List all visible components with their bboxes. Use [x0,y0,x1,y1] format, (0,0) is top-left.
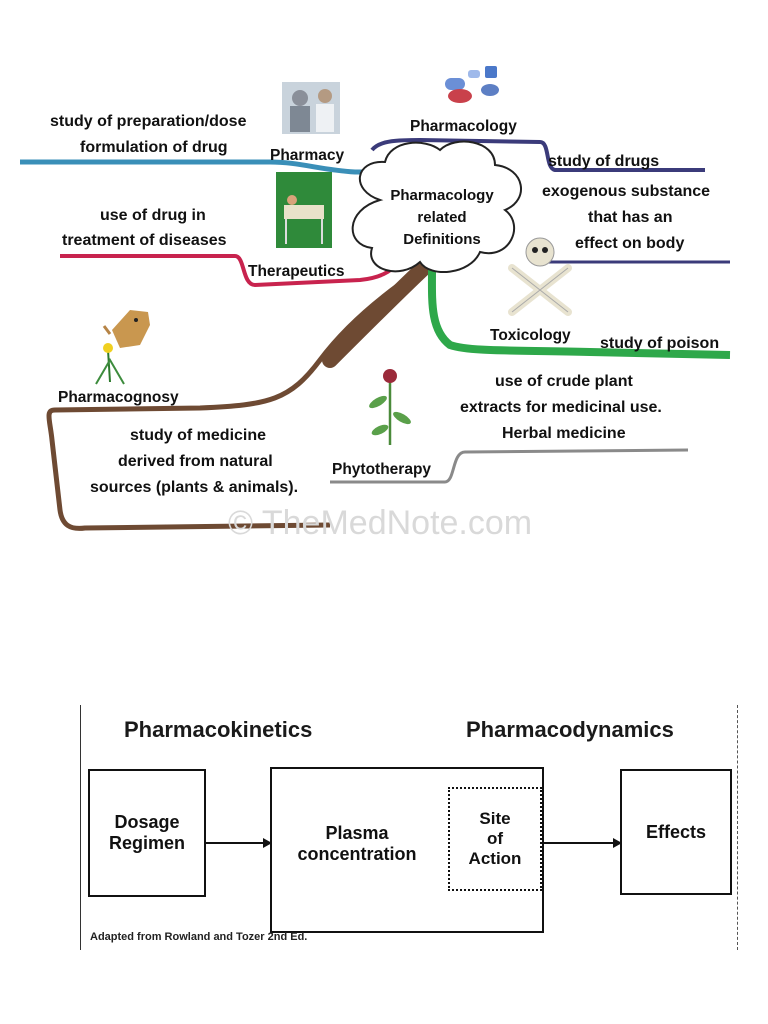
pharmacognosy-trunk [46,267,422,531]
toxicology-label: Toxicology [490,327,571,344]
pharmacokinetics-heading: Pharmacokinetics [124,717,313,742]
dosage-line2: Regimen [108,833,186,853]
therapeutics-label: Therapeutics [248,263,344,280]
pharmacognosy-def-line2: derived from natural [118,453,273,470]
site-line2: of [486,829,504,848]
pharmacology-mind-map: Pharmacology related Definitions Pharmac… [20,66,731,542]
center-cloud [351,140,522,274]
center-line3: Definitions [403,231,481,248]
pharmacology-label: Pharmacology [410,118,517,135]
plasma-concentration-box: Plasma concentration [270,767,544,933]
phytotherapy-def-line3: Herbal medicine [502,425,626,442]
source-caption: Adapted from Rowland and Tozer 2nd Ed. [90,931,308,943]
therapeutics-def-line1: use of drug in [100,207,206,224]
pharmacology-def-line3: that has an [588,209,672,226]
therapeutics-def-line2: treatment of diseases [62,232,227,249]
site-of-action-box: Site of Action [448,787,542,891]
toxicology-branch [427,269,731,359]
pharmacy-def-line1: study of preparation/dose [50,113,247,130]
pharmacology-def-line2: exogenous substance [542,183,710,200]
arrow-dosage-to-plasma [206,838,272,848]
pharmacognosy-label: Pharmacognosy [58,389,179,406]
animal-plant-image [95,310,150,385]
dosage-regimen-box: Dosage Regimen [88,769,206,897]
therapeutics-branch [60,254,402,288]
phytotherapy-label: Phytotherapy [332,461,431,478]
toxicology-def: study of poison [600,335,719,352]
pk-pd-flow-diagram: Pharmacokinetics Pharmacodynamics Dosage… [80,705,740,955]
pharmacodynamics-heading: Pharmacodynamics [466,717,674,742]
pharmacy-label: Pharmacy [270,147,344,164]
plasma-line1: Plasma [325,823,389,843]
pills-image [445,66,499,103]
flower-image [369,369,411,445]
pharmacist-image [282,82,340,134]
effects-box: Effects [620,769,732,895]
effects-label: Effects [645,821,707,842]
pharmacology-def-line4: effect on body [575,235,684,252]
trunk-thick [322,254,438,368]
hospital-bed-image [276,172,332,248]
pharmacognosy-def-line1: study of medicine [130,427,266,444]
pharmacognosy-def-line3: sources (plants & animals). [90,479,298,496]
phytotherapy-def-line2: extracts for medicinal use. [460,399,662,416]
pharmacology-branch [370,137,705,172]
pharmacy-def-line2: formulation of drug [80,139,228,156]
center-line1: Pharmacology [390,187,494,204]
dosage-line1: Dosage [114,812,180,832]
arrow-site-to-effects [544,838,622,848]
center-line2: related [417,209,466,226]
phytotherapy-branch [330,448,689,484]
right-border-line [737,705,738,950]
plasma-line2: concentration [297,844,417,864]
pharmacy-branch [20,159,385,175]
skull-crossbones-icon [508,237,572,316]
phytotherapy-def-line1: use of crude plant [495,373,633,390]
pharmacology-def-line1: study of drugs [548,153,659,170]
site-line3: Action [468,849,522,868]
left-border-line [80,705,81,950]
site-line1: Site [479,809,511,828]
watermark: © TheMedNote.com [228,504,532,542]
